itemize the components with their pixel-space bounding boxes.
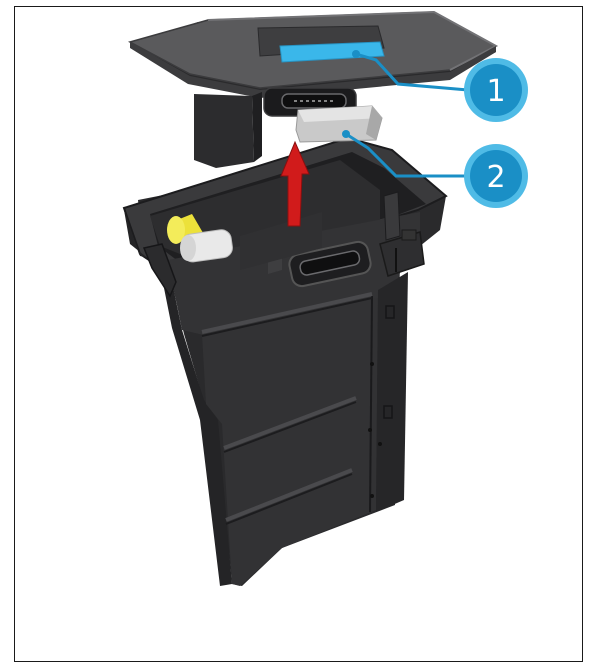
callout-number-1: 1 (486, 74, 505, 109)
filter-cartridge (296, 106, 382, 142)
callout-badge-2: 2 (464, 144, 528, 208)
water-tank (124, 138, 446, 586)
callout-badge-1: 1 (464, 58, 528, 122)
tank-right-column (376, 272, 408, 512)
callout-number-2: 2 (486, 160, 505, 195)
tank-lid (130, 12, 496, 168)
lid-lower-block (194, 94, 254, 168)
